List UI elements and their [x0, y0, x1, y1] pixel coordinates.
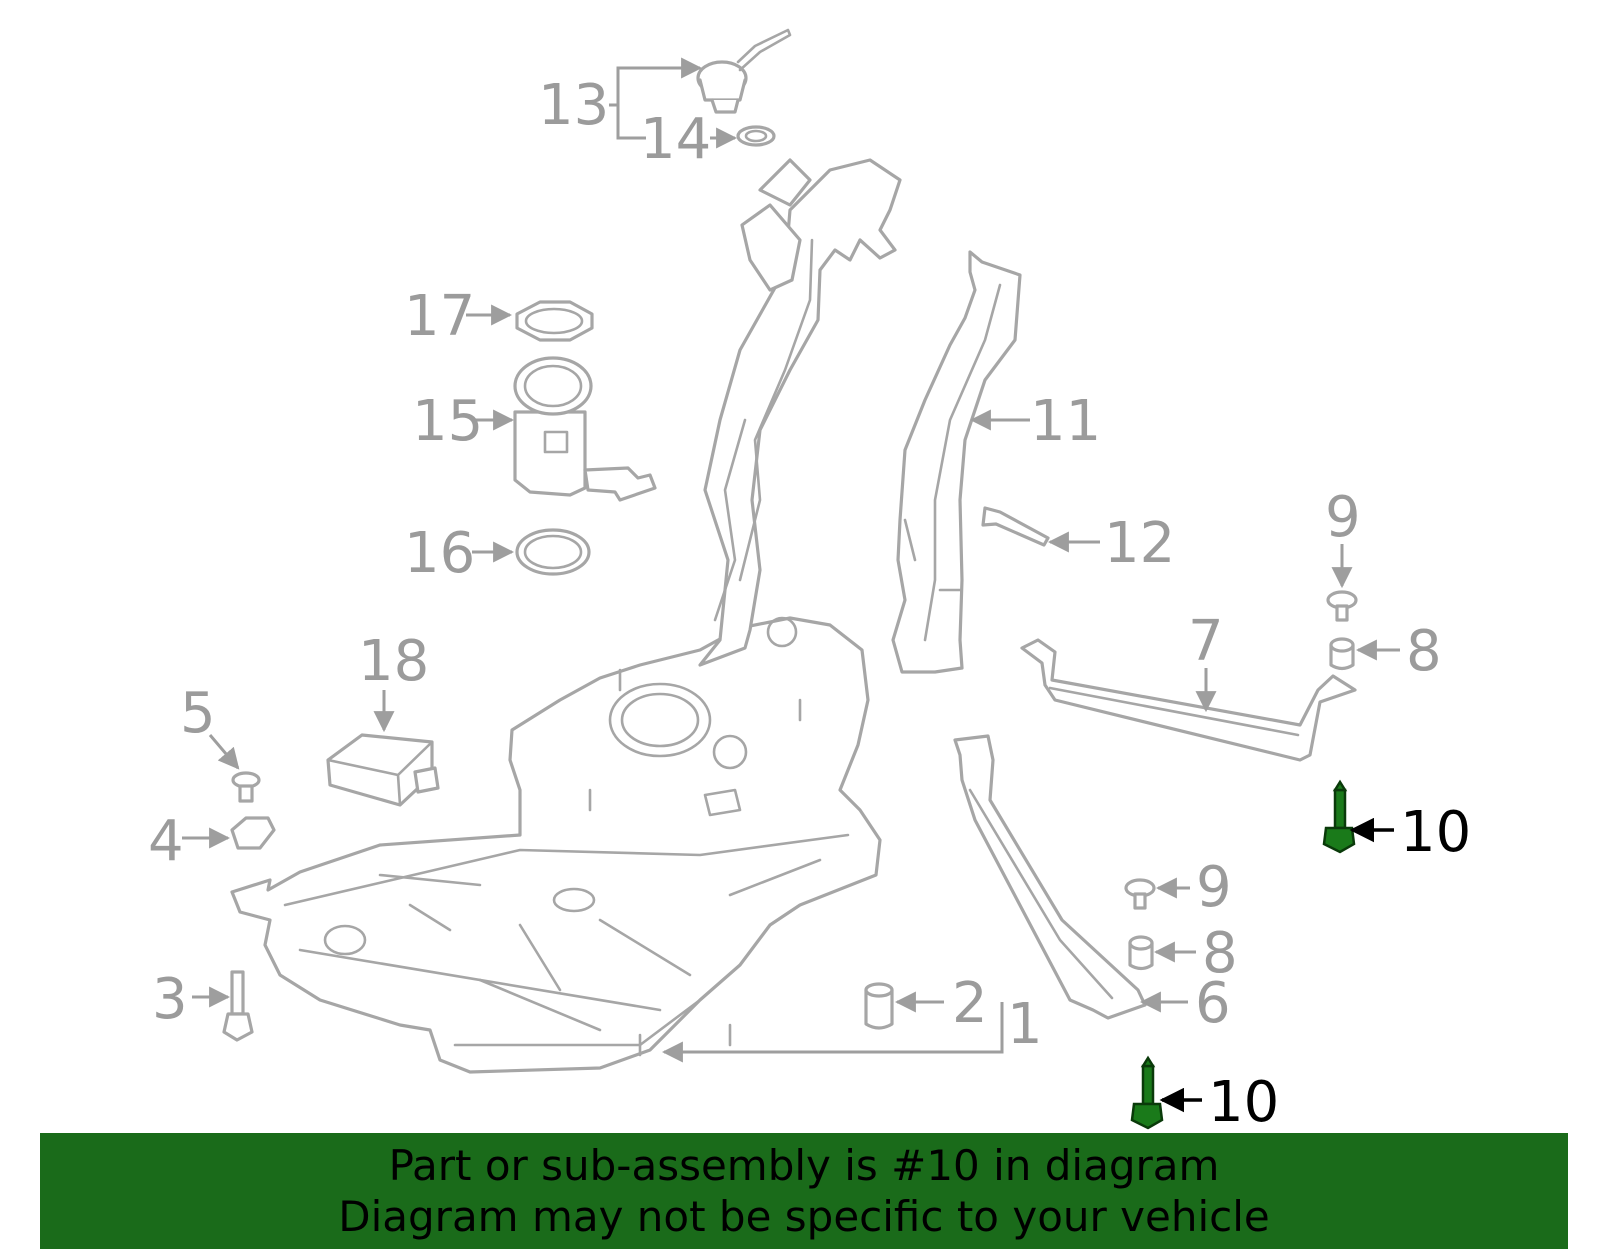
- callout-1: 1: [1007, 992, 1043, 1057]
- control-module-part: [326, 733, 440, 807]
- banner-line-1: Part or sub-assembly is #10 in diagram: [388, 1141, 1220, 1190]
- o-ring-part: [736, 125, 776, 147]
- retainer-9-lower-part: [1124, 878, 1156, 910]
- callout-6: 6: [1195, 971, 1231, 1036]
- callout-13: 13: [538, 73, 609, 138]
- callout-3: 3: [152, 967, 188, 1032]
- callout-10-upper: 10: [1400, 800, 1471, 865]
- callout-9-upper: 9: [1325, 485, 1361, 550]
- strap-7-part: [1020, 638, 1357, 762]
- callout-7: 7: [1188, 609, 1224, 674]
- callout-14: 14: [640, 107, 711, 172]
- info-banner: Part or sub-assembly is #10 in diagram D…: [40, 1133, 1568, 1249]
- callout-8-upper: 8: [1406, 619, 1442, 684]
- bolt-10-upper-highlighted: [1322, 779, 1356, 854]
- banner-line-2: Diagram may not be specific to your vehi…: [338, 1192, 1270, 1241]
- retainer-9-upper-part: [1326, 590, 1358, 622]
- callout-11: 11: [1030, 389, 1101, 454]
- bolt-10-lower-highlighted: [1130, 1055, 1164, 1130]
- leader-lines: [182, 57, 1400, 1113]
- seal-ring-part: [515, 528, 591, 576]
- spacer-8-upper-part: [1329, 637, 1355, 671]
- fuel-tank-part: [230, 616, 882, 1074]
- strap-6-part: [953, 734, 1147, 1020]
- heat-shield-part: [891, 250, 1022, 674]
- clip-part: [231, 771, 261, 803]
- callout-10-lower: 10: [1208, 1070, 1279, 1135]
- callout-18: 18: [358, 629, 429, 694]
- callout-12: 12: [1104, 511, 1175, 576]
- lock-ring-part: [515, 300, 594, 342]
- bumper-part: [230, 816, 276, 850]
- grommet-part: [864, 982, 894, 1030]
- callout-8-lower: 8: [1202, 921, 1238, 986]
- callout-2: 2: [952, 971, 988, 1036]
- callout-16: 16: [404, 521, 475, 586]
- bolt-3-part: [222, 970, 254, 1042]
- fuel-cap-part: [696, 28, 792, 114]
- filler-neck-part: [698, 158, 902, 667]
- callout-17: 17: [404, 284, 475, 349]
- callout-4: 4: [148, 809, 184, 874]
- callout-5: 5: [180, 681, 216, 746]
- stud-part: [981, 506, 1050, 547]
- callout-15: 15: [412, 389, 483, 454]
- callout-labels: 1 2 3 4 5 6 7 8 8 9 9 10 10 11 12 13 14 …: [148, 73, 1471, 1135]
- spacer-8-lower-part: [1128, 935, 1154, 971]
- callout-9-lower: 9: [1196, 855, 1232, 920]
- fuel-pump-part: [513, 356, 657, 502]
